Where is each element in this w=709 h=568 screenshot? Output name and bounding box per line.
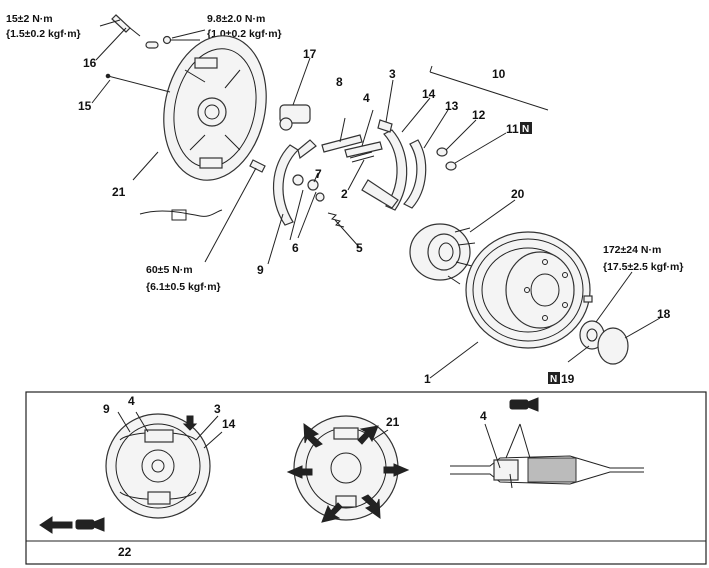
inset-adjuster: 4 [450, 397, 644, 489]
torque-spec-16: 15±2 N·m {1.5±0.2 kgf·m} [6, 13, 81, 40]
torque-spec-top: 9.8±2.0 N·m {1.0±0.2 kgf·m} [207, 13, 282, 40]
small-fasteners-top [145, 35, 200, 49]
arrow-left-side-icon [286, 465, 313, 479]
inset-label-3: 3 [214, 402, 221, 416]
arrow-upper-left-icon [303, 422, 323, 448]
inset-assembled-brake: 9 4 3 14 [39, 394, 236, 534]
inset-panel: 22 [25, 391, 707, 565]
arrow-upper-right-icon [357, 425, 379, 445]
wheel-cylinder [279, 104, 311, 131]
torque-19-nm: 172±24 N·m [603, 244, 661, 256]
torque-16-nm: 15±2 N·m [6, 13, 53, 25]
n-mark-11-text: N [522, 124, 529, 135]
grease-gun-icon-adjuster [509, 397, 539, 412]
part-number-labels: 16 15 21 17 8 4 3 14 13 12 11 N 10 7 2 6… [78, 47, 671, 386]
label-1: 1 [424, 372, 431, 386]
adjuster-strut [321, 134, 383, 163]
parking-lever [377, 119, 393, 133]
label-5: 5 [356, 241, 363, 255]
inset-backing-plate: 21 [286, 415, 410, 523]
label-17: 17 [303, 47, 317, 61]
inset-label-4: 4 [128, 394, 135, 408]
return-spring [327, 212, 345, 228]
bleeder-screw [111, 14, 141, 37]
torque-top-nm: 9.8±2.0 N·m [207, 13, 265, 25]
brake-shoe-14 [361, 129, 408, 211]
label-20: 20 [511, 187, 525, 201]
label-12: 12 [472, 108, 486, 122]
label-10: 10 [492, 67, 506, 81]
torque-spec-19: 172±24 N·m {17.5±2.5 kgf·m} [603, 244, 683, 273]
washer-and-clip [436, 147, 457, 171]
label-16: 16 [83, 56, 97, 70]
grease-gun-icon [75, 517, 105, 532]
inset-label-21: 21 [386, 415, 400, 429]
label-15: 15 [78, 99, 92, 113]
n-mark-19-text: N [550, 374, 557, 385]
torque-16-kgf: {1.5±0.2 kgf·m} [6, 28, 81, 40]
hold-down-springs [292, 174, 325, 202]
label-3: 3 [389, 67, 396, 81]
n-mark-19 [548, 372, 560, 384]
label-7: 7 [315, 167, 322, 181]
arrow-lower-right-icon [361, 494, 381, 520]
torque-9-kgf: {6.1±0.5 kgf·m} [146, 281, 221, 293]
hub-assembly [409, 223, 476, 285]
arrow-lower-left-icon [321, 502, 343, 523]
label-11: 11 [506, 122, 519, 136]
arrow-right-side-icon [383, 463, 410, 477]
label-18: 18 [657, 307, 671, 321]
hold-down-pin [105, 73, 171, 93]
label-6: 6 [292, 241, 299, 255]
parking-brake-lever [403, 139, 427, 209]
torque-19-kgf: {17.5±2.5 kgf·m} [603, 261, 683, 273]
brake-drum [465, 231, 591, 349]
inset-label-14: 14 [222, 417, 236, 431]
inset-label-4b: 4 [480, 409, 487, 423]
label-14: 14 [422, 87, 436, 101]
backing-plate [163, 35, 267, 181]
footer-number: 22 [118, 545, 132, 559]
hub-nut-and-cap [579, 295, 629, 365]
n-mark-11 [520, 122, 532, 134]
mounting-bolt [249, 159, 266, 173]
torque-9-nm: 60±5 N·m [146, 264, 193, 276]
label-9: 9 [257, 263, 264, 277]
label-2: 2 [341, 187, 348, 201]
label-13: 13 [445, 99, 459, 113]
parking-brake-cable [139, 209, 223, 221]
arrow-left-icon [39, 516, 73, 534]
leader-lines [91, 19, 661, 379]
label-21: 21 [112, 185, 126, 199]
brake-shoe-9 [273, 139, 317, 226]
inset-label-9: 9 [103, 402, 110, 416]
torque-spec-9: 60±5 N·m {6.1±0.5 kgf·m} [146, 264, 221, 293]
label-8: 8 [336, 75, 343, 89]
label-4: 4 [363, 91, 370, 105]
label-19: 19 [561, 372, 575, 386]
